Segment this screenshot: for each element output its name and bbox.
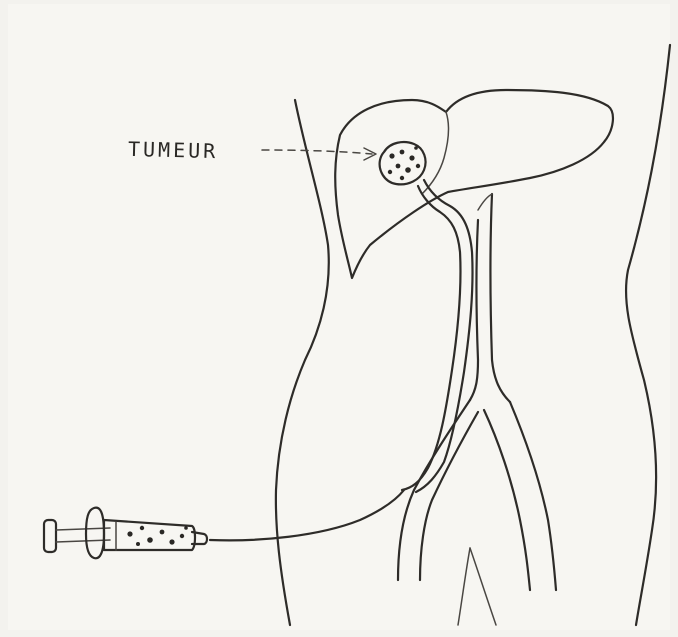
pointer-arrow-line — [262, 150, 372, 154]
hepatic-artery-right-wall — [416, 180, 473, 492]
aorta-right-wall — [491, 194, 511, 402]
syringe-plunger-cap — [44, 520, 56, 552]
catheter-line — [210, 490, 404, 540]
iliac-right-outer — [510, 402, 556, 590]
iliac-left-outer — [398, 400, 470, 580]
celiac-branch — [478, 194, 492, 210]
groin-left — [458, 548, 470, 625]
syringe-plunger-rod-bottom — [56, 540, 110, 542]
groin-right — [470, 548, 496, 625]
syringe-plunger-rod-top — [56, 528, 110, 530]
tumor-embolic-particles — [388, 146, 420, 180]
hepatic-artery-left-wall — [402, 186, 461, 490]
syringe-embolic-particles — [127, 526, 187, 546]
syringe — [44, 508, 207, 559]
body-outline-right — [626, 45, 670, 625]
tumor-label: TUMEUR — [128, 137, 219, 163]
body-outline-left — [276, 100, 329, 625]
liver-outline — [335, 90, 613, 278]
syringe-finger-flange — [86, 508, 104, 559]
